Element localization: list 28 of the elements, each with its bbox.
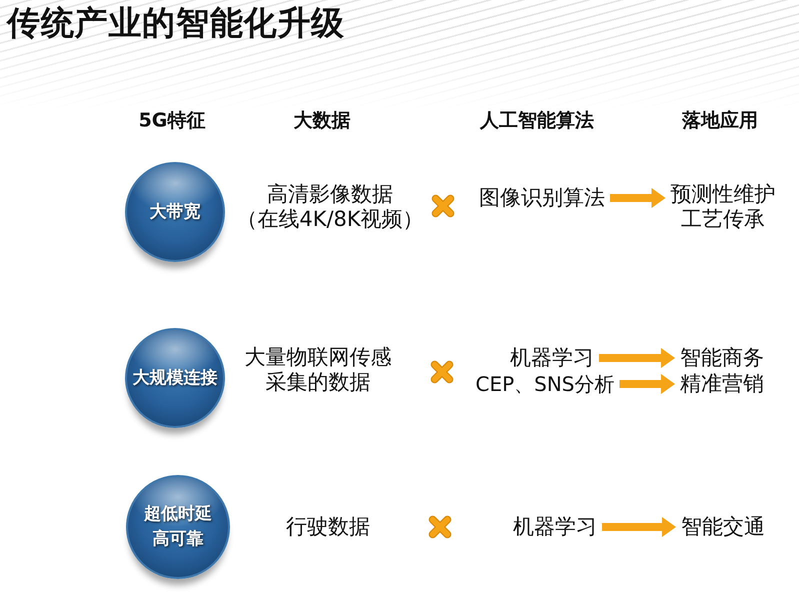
column-header: 大数据: [294, 110, 350, 132]
arrow: [599, 348, 675, 368]
cross-icon: [430, 360, 454, 384]
application-text: 精准营销: [680, 371, 764, 397]
sphere-label: 大规模连接: [132, 366, 218, 390]
algorithm-text: 机器学习: [510, 345, 594, 371]
sphere-label: 大带宽: [150, 200, 200, 224]
title: 传统产业的智能化升级: [7, 3, 345, 43]
cross-icon: [428, 516, 452, 538]
column-header: 5G特征: [138, 110, 206, 132]
arrow: [602, 517, 676, 537]
application-text: 智能商务: [680, 345, 764, 371]
arrow: [620, 374, 675, 394]
application-text: 预测性维护: [670, 182, 776, 207]
cross-icon: [432, 194, 454, 218]
algorithm-text: 机器学习: [513, 514, 597, 540]
data-text: 高清影像数据（在线4K/8K视频）: [230, 182, 430, 232]
arrow: [610, 188, 666, 208]
algorithm-text: 图像识别算法: [479, 185, 605, 211]
algorithm-text: CEP、SNS分析: [476, 372, 614, 396]
column-header: 落地应用: [682, 110, 758, 132]
application-text: 工艺传承: [681, 207, 765, 232]
data-text: 大量物联网传感采集的数据: [239, 344, 397, 396]
sphere-label: 超低时延: [144, 503, 212, 526]
data-text: 行驶数据: [286, 514, 370, 540]
column-header: 人工智能算法: [480, 110, 594, 132]
sphere-label: 高可靠: [152, 528, 204, 551]
application-text: 智能交通: [681, 514, 765, 540]
